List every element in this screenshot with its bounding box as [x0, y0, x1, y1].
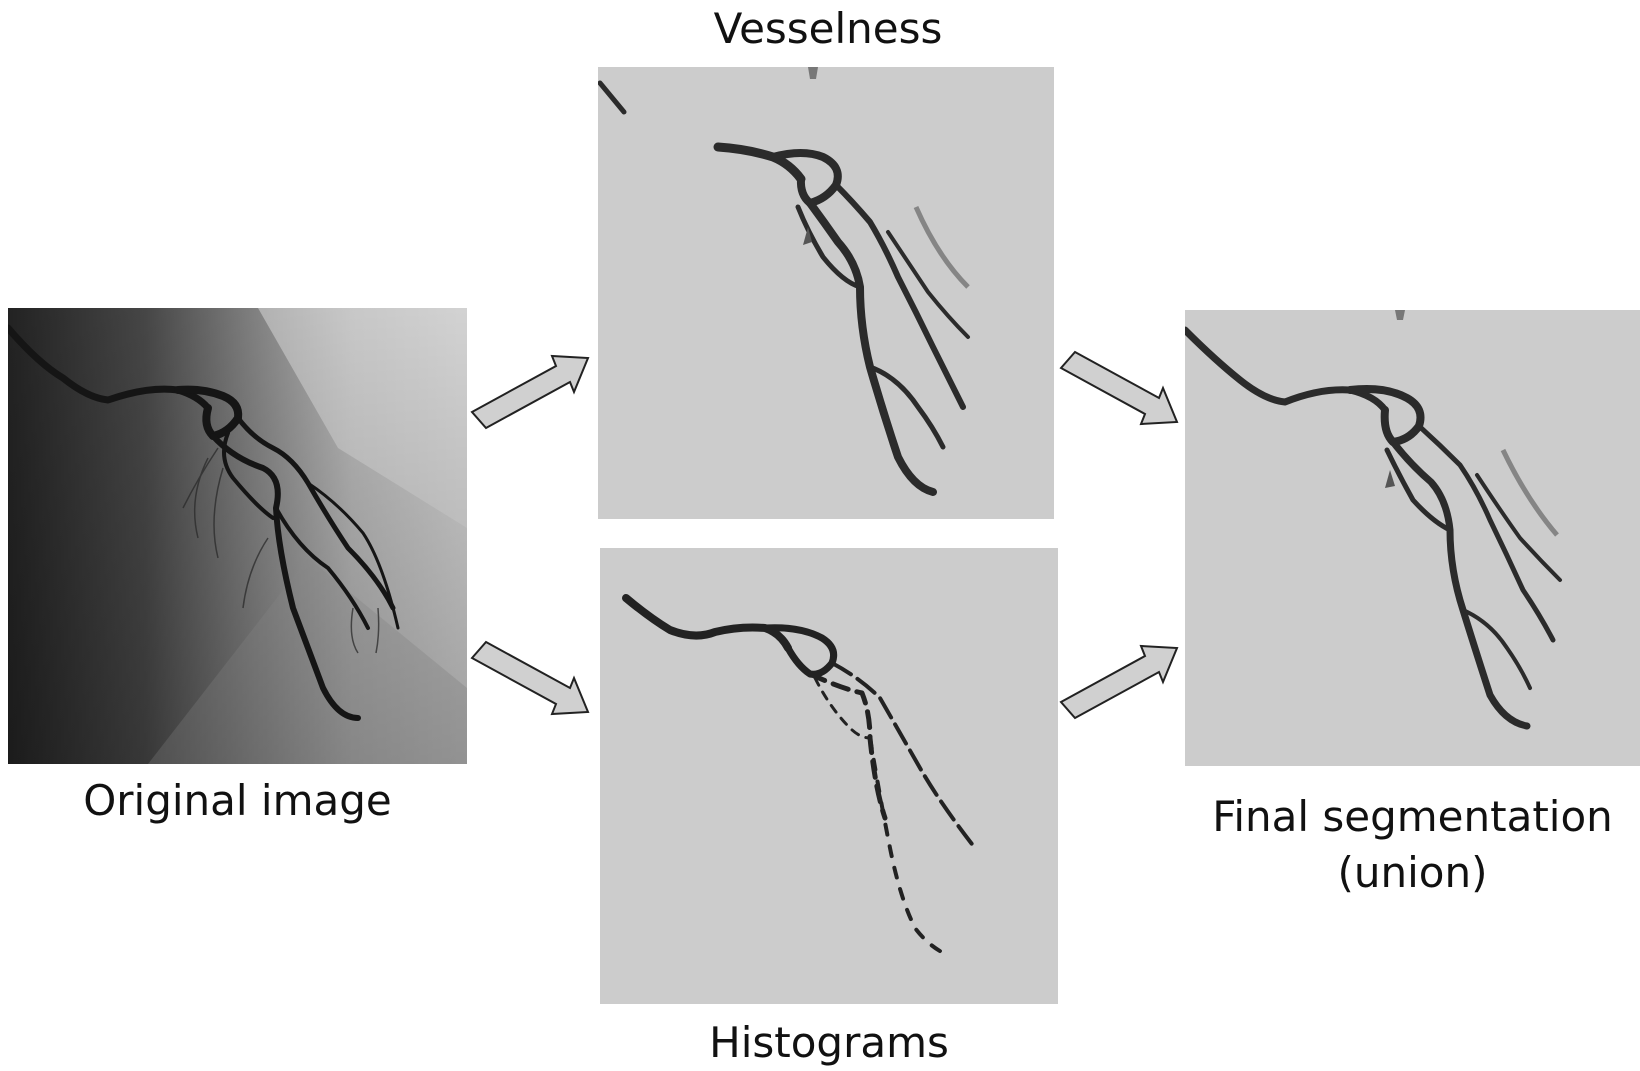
histograms-image: [600, 548, 1058, 1004]
final-segmentation-label-line2: (union): [1185, 848, 1640, 898]
vesselness-label: Vesselness: [598, 4, 1058, 54]
final-segmentation-image: [1185, 310, 1640, 766]
arrow-original-to-histograms: [466, 630, 596, 730]
histograms-panel: [600, 548, 1058, 1004]
original-image-panel: [8, 308, 467, 764]
histograms-label: Histograms: [600, 1018, 1058, 1068]
final-segmentation-panel: [1185, 310, 1640, 766]
final-segmentation-label-line1: Final segmentation: [1185, 792, 1640, 842]
arrow-histograms-to-final: [1055, 630, 1185, 730]
arrow-vesselness-to-final: [1055, 340, 1185, 440]
arrow-original-to-vesselness: [466, 340, 596, 440]
vesselness-image: [598, 67, 1054, 519]
vesselness-panel: [598, 67, 1054, 519]
original-image-label: Original image: [8, 776, 467, 826]
angiogram-image: [8, 308, 467, 764]
